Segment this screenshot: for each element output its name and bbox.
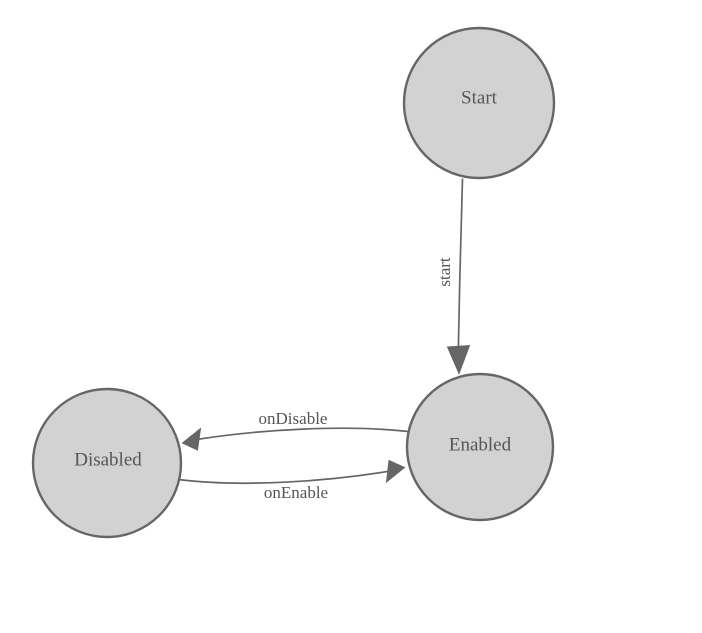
edge-start-to-enabled-line [457,178,464,352]
state-node-start[interactable]: Start [402,26,556,180]
state-node-enabled-circle [405,372,555,522]
edge-disabled-to-enabled[interactable]: onEnable [178,459,406,502]
state-node-enabled[interactable]: Enabled [405,372,555,522]
edge-disabled-to-enabled-arrowhead [385,459,406,484]
edge-label-ondisable: onDisable [259,409,328,428]
edge-label-onenable: onEnable [264,483,328,502]
state-node-start-label: Start [461,87,498,108]
edge-start-to-enabled[interactable]: start [435,178,471,375]
state-node-disabled-circle [31,387,183,539]
state-node-disabled[interactable]: Disabled [31,387,183,539]
edge-label-start: start [435,257,454,287]
edge-disabled-to-enabled-line [178,470,391,485]
state-node-disabled-label: Disabled [74,449,142,470]
state-node-start-circle [402,26,556,180]
edge-enabled-to-disabled[interactable]: onDisable [181,409,409,451]
edge-enabled-to-disabled-arrowhead [181,427,202,451]
edge-start-to-enabled-arrowhead [446,344,471,375]
state-node-enabled-label: Enabled [449,434,512,455]
edge-enabled-to-disabled-line [196,427,409,441]
